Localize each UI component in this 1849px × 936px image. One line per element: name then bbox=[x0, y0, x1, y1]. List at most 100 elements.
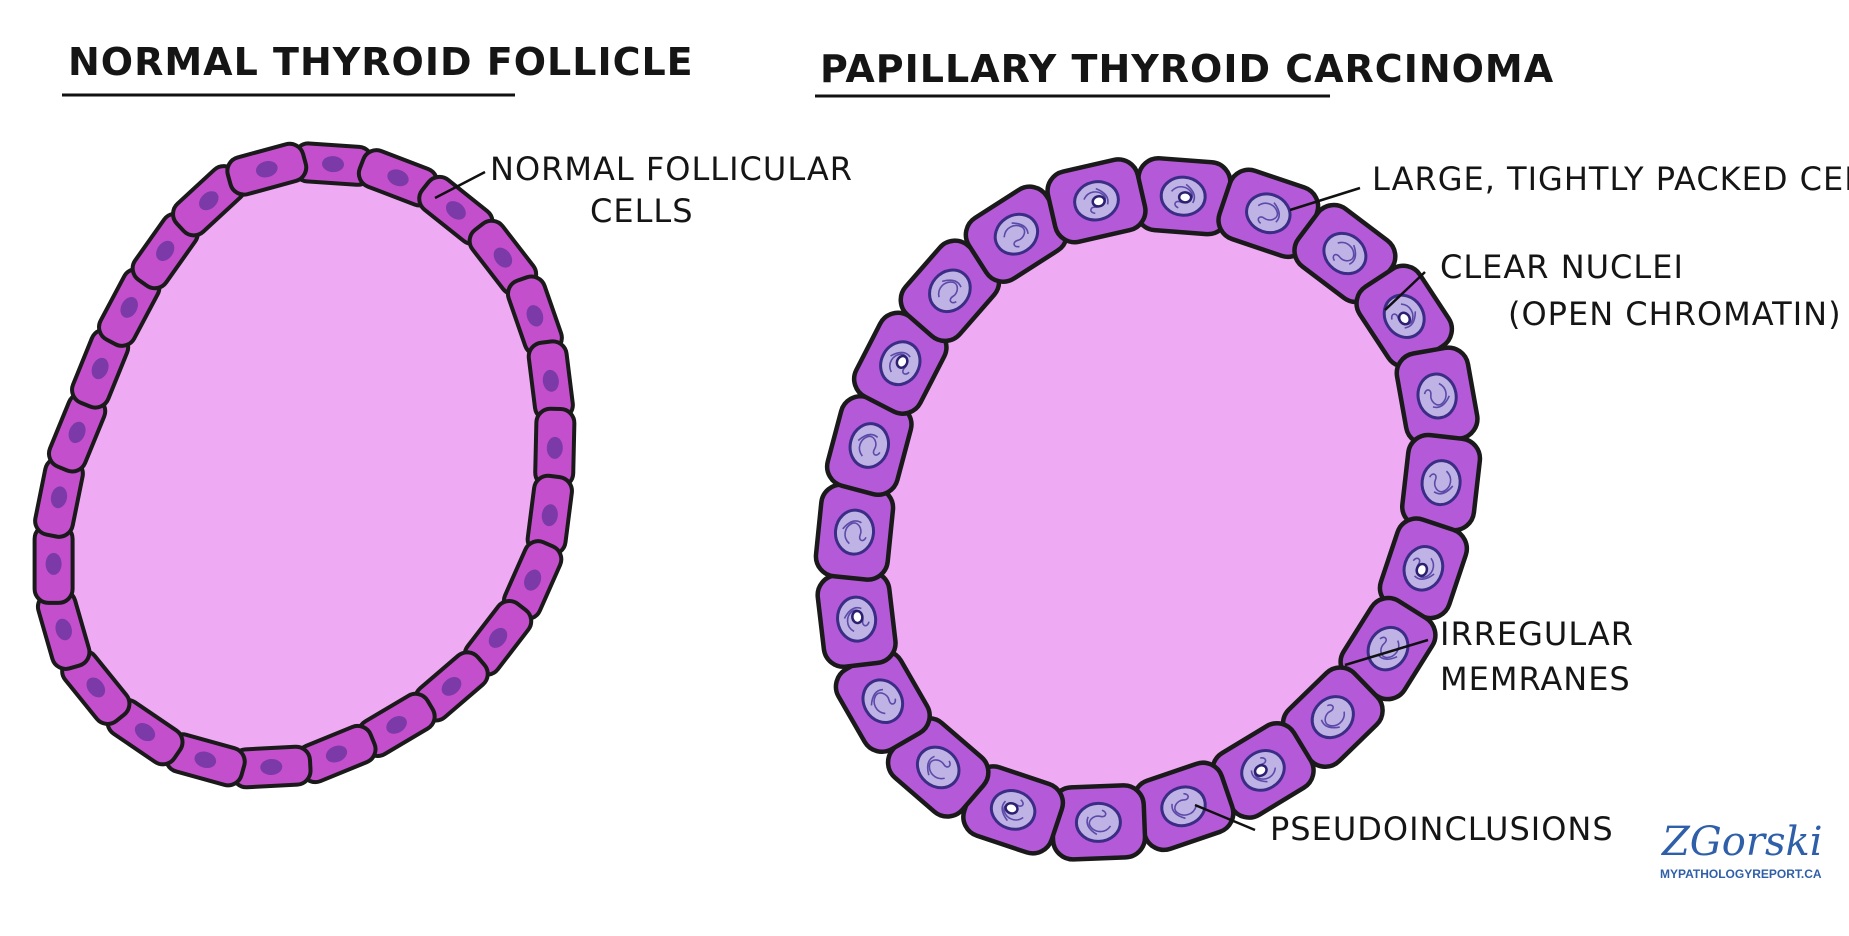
normal-cell-nucleus bbox=[255, 160, 278, 178]
normal-cell-nucleus bbox=[322, 156, 344, 173]
ptc-tumor-cell bbox=[813, 482, 896, 582]
ptc-tumor-cell bbox=[815, 569, 898, 670]
normal-cell-nucleus bbox=[134, 723, 156, 742]
ptc-open-chromatin bbox=[1332, 241, 1357, 266]
pointer-line-pseudoinclusions bbox=[1194, 803, 1256, 832]
label-normal-cells-line2: CELLS bbox=[590, 192, 694, 230]
normal-cell-nucleus bbox=[387, 169, 409, 187]
ptc-tumor-cell bbox=[1377, 516, 1470, 621]
normal-cell-nucleus bbox=[260, 758, 283, 776]
normal-follicular-cell bbox=[33, 455, 85, 539]
normal-cell-nucleus bbox=[524, 569, 542, 591]
ptc-clear-nucleus bbox=[928, 268, 972, 314]
normal-follicle bbox=[32, 141, 577, 790]
label-normal-follicular-cells: NORMAL FOLLICULAR CELLS bbox=[434, 150, 853, 230]
normal-cell-nucleus bbox=[120, 296, 138, 318]
normal-cell-nucleus bbox=[488, 627, 508, 648]
ptc-follicle bbox=[813, 156, 1483, 862]
normal-cell-nucleus bbox=[194, 751, 217, 769]
ptc-open-chromatin bbox=[1428, 470, 1454, 495]
ptc-clear-nucleus bbox=[993, 212, 1040, 256]
label-clear-nuclei-line2: (OPEN CHROMATIN) bbox=[1508, 295, 1842, 333]
label-irregular-membranes: IRREGULAR MEMRANES bbox=[1344, 615, 1633, 698]
signature-site: MYPATHOLOGYREPORT.CA bbox=[1660, 867, 1822, 881]
pointer-line-normal-cells bbox=[434, 170, 486, 200]
ptc-open-chromatin bbox=[1423, 382, 1450, 409]
ptc-tumor-cell bbox=[1394, 345, 1480, 447]
ptc-pseudoinclusion bbox=[1415, 562, 1429, 578]
normal-cell-nucleus bbox=[542, 369, 559, 392]
pointer-line-irregular-membranes bbox=[1344, 638, 1429, 667]
normal-follicular-cell bbox=[295, 723, 378, 785]
ptc-clear-nucleus bbox=[1416, 372, 1458, 420]
label-clear-nuclei: CLEAR NUCLEI (OPEN CHROMATIN) bbox=[1384, 248, 1842, 333]
ptc-open-chromatin bbox=[1320, 704, 1346, 729]
signature-name: ZGorski bbox=[1660, 819, 1823, 865]
ptc-pseudoinclusion bbox=[895, 354, 909, 369]
ptc-tumor-cell bbox=[1210, 720, 1316, 820]
ptc-tumor-cell bbox=[1131, 760, 1236, 853]
label-irregular-membranes-line2: MEMRANES bbox=[1440, 660, 1631, 698]
ptc-tumor-cell bbox=[1354, 263, 1455, 370]
ptc-pseudoinclusion bbox=[851, 609, 864, 625]
artist-signature: ZGorski MYPATHOLOGYREPORT.CA bbox=[1660, 819, 1823, 881]
ptc-open-chromatin bbox=[857, 433, 881, 457]
ptc-tumor-cell-ring bbox=[813, 156, 1483, 862]
ptc-tumor-cell bbox=[1045, 157, 1148, 245]
ptc-pseudoinclusion bbox=[1177, 191, 1193, 204]
normal-cell-nucleus bbox=[441, 677, 462, 696]
left-title: NORMAL THYROID FOLLICLE bbox=[68, 40, 694, 84]
ptc-clear-nucleus bbox=[1074, 801, 1122, 843]
label-normal-cells-line1: NORMAL FOLLICULAR bbox=[490, 150, 853, 188]
pointer-line-clear-nuclei bbox=[1384, 271, 1426, 311]
ptc-open-chromatin bbox=[926, 755, 951, 780]
ptc-open-chromatin bbox=[1086, 809, 1112, 836]
normal-colloid-lumen bbox=[68, 179, 539, 752]
normal-follicular-cell bbox=[32, 522, 75, 605]
normal-cell-nucleus bbox=[86, 677, 106, 698]
normal-cell-nucleus bbox=[546, 436, 563, 459]
normal-cell-nucleus bbox=[50, 486, 68, 509]
ptc-colloid-lumen bbox=[882, 224, 1414, 793]
ptc-clear-nucleus bbox=[1310, 695, 1355, 740]
ptc-clear-nucleus bbox=[915, 745, 961, 790]
label-clear-nuclei-line1: CLEAR NUCLEI bbox=[1440, 248, 1684, 286]
normal-cell-nucleus bbox=[55, 618, 72, 641]
ptc-open-chromatin bbox=[842, 520, 867, 545]
ptc-tumor-cell bbox=[1049, 783, 1148, 862]
ptc-tumor-cell bbox=[885, 716, 991, 819]
ptc-pseudoinclusion bbox=[1253, 764, 1268, 778]
ptc-clear-nucleus bbox=[1322, 231, 1368, 276]
ptc-tumor-cell bbox=[1133, 156, 1233, 237]
normal-cell-nucleus bbox=[45, 552, 62, 575]
ptc-tumor-cell bbox=[961, 764, 1066, 856]
ptc-tumor-cell bbox=[851, 310, 949, 416]
normal-cell-nucleus bbox=[199, 191, 219, 211]
ptc-open-chromatin bbox=[1003, 222, 1029, 248]
ptc-clear-nucleus bbox=[1366, 625, 1410, 672]
label-pseudoinclusions: PSEUDOINCLUSIONS bbox=[1194, 803, 1614, 848]
ptc-open-chromatin bbox=[1171, 792, 1197, 820]
ptc-clear-nucleus bbox=[848, 422, 891, 469]
ptc-pseudoinclusion bbox=[1091, 195, 1106, 208]
normal-follicular-cell-ring bbox=[32, 141, 577, 790]
ptc-tumor-cell bbox=[1292, 202, 1398, 305]
label-large-cells-text: LARGE, TIGHTLY PACKED CELLS bbox=[1372, 160, 1849, 198]
ptc-tumor-cell bbox=[1280, 665, 1385, 769]
normal-cell-nucleus bbox=[526, 305, 544, 327]
ptc-open-chromatin bbox=[1257, 202, 1281, 225]
ptc-open-chromatin bbox=[870, 688, 897, 715]
normal-follicular-cell bbox=[525, 473, 574, 557]
ptc-clear-nucleus bbox=[861, 678, 905, 724]
label-large-cells: LARGE, TIGHTLY PACKED CELLS bbox=[1289, 160, 1849, 212]
normal-follicular-cell bbox=[533, 406, 577, 490]
ptc-clear-nucleus bbox=[1245, 192, 1292, 235]
normal-cell-nucleus bbox=[91, 357, 109, 380]
ptc-clear-nucleus bbox=[1420, 459, 1462, 507]
ptc-clear-nucleus bbox=[833, 508, 876, 556]
label-pseudoinclusions-text: PSEUDOINCLUSIONS bbox=[1270, 810, 1614, 848]
pointer-line-large-cells bbox=[1289, 186, 1361, 212]
normal-cell-nucleus bbox=[493, 247, 513, 268]
normal-cell-nucleus bbox=[325, 745, 348, 763]
